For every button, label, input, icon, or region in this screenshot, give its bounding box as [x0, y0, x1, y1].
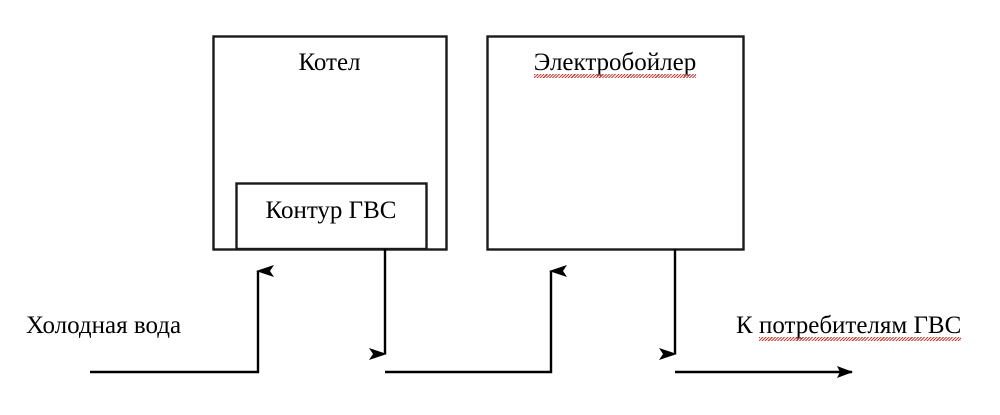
flow-label-to-dhw-consumers: К потребителям ГВС: [736, 312, 962, 341]
electric-boiler-label-text: Электробойлер: [533, 49, 697, 78]
connector-return-manifold: [385, 265, 567, 374]
flow-label-cold-water: Холодная вода: [26, 312, 182, 339]
box-electric-boiler-label: Электробойлер: [487, 49, 743, 78]
box-dhw-circuit-label: Контур ГВС: [265, 197, 397, 224]
to-consumers-prefix: К: [736, 312, 759, 339]
box-dhw-circuit: [235, 182, 428, 251]
to-consumers-misspelled-text: потребителям ГВС: [758, 312, 962, 341]
connector-cold-water-inlet: [90, 265, 274, 374]
box-boiler-label: Котел: [298, 49, 361, 76]
box-electric-boiler: [486, 35, 745, 251]
